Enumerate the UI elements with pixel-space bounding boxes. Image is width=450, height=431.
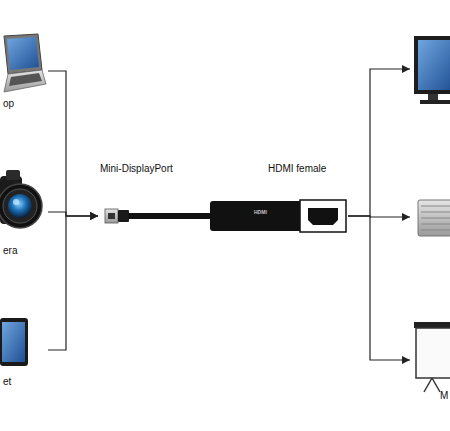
node-label: op xyxy=(3,98,14,110)
signal-arrow xyxy=(348,216,410,217)
laptop-illustration xyxy=(4,34,46,92)
device-node: M xyxy=(410,318,450,402)
tablet-illustration xyxy=(0,318,28,366)
node-label: era xyxy=(3,245,17,257)
node-label: HDMI female xyxy=(268,163,326,175)
connector-brand-text: HDMI xyxy=(254,209,267,215)
adapter-cable-illustration xyxy=(105,200,346,232)
node-label: M xyxy=(440,390,448,402)
device-node xyxy=(410,195,450,239)
signal-arrow xyxy=(48,212,98,216)
monitor-illustration xyxy=(414,36,450,104)
signal-arrow xyxy=(348,69,410,216)
signal-arrow xyxy=(48,71,98,216)
node-label: Mini-DisplayPort xyxy=(100,163,173,175)
camera-illustration xyxy=(0,170,42,228)
device-node: et xyxy=(0,312,48,388)
signal-arrow xyxy=(348,216,410,360)
signal-arrow xyxy=(48,216,98,350)
device-node: op xyxy=(0,30,48,112)
device-node xyxy=(410,30,450,108)
projection-screen-illustration xyxy=(414,322,450,392)
projector-illustration xyxy=(418,200,450,236)
device-node: era xyxy=(0,165,48,259)
node-label: et xyxy=(3,376,11,388)
device-node: Mini-DisplayPort HDMI female xyxy=(98,160,348,272)
